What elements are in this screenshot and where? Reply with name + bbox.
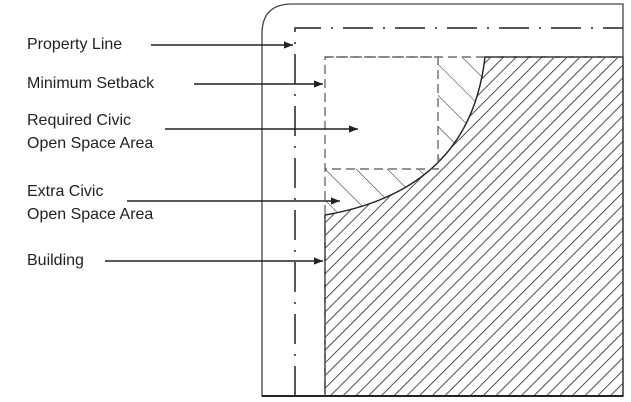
extra-civic-label-line2: Open Space Area <box>27 206 154 223</box>
property-line <box>294 27 623 396</box>
property-line-label: Property Line <box>27 36 123 53</box>
required-civic-label-line1: Required Civic <box>27 112 132 129</box>
extra-civic-label-line1: Extra Civic <box>27 183 104 200</box>
minimum-setback-label: Minimum Setback <box>27 75 155 92</box>
extra-civic-open-space-area <box>325 57 485 215</box>
required-civic-label-line2: Open Space Area <box>27 135 154 152</box>
building <box>324 56 624 397</box>
required-civic-open-space-area <box>325 56 439 170</box>
building-label: Building <box>27 252 84 269</box>
site-boundary <box>261 3 624 397</box>
